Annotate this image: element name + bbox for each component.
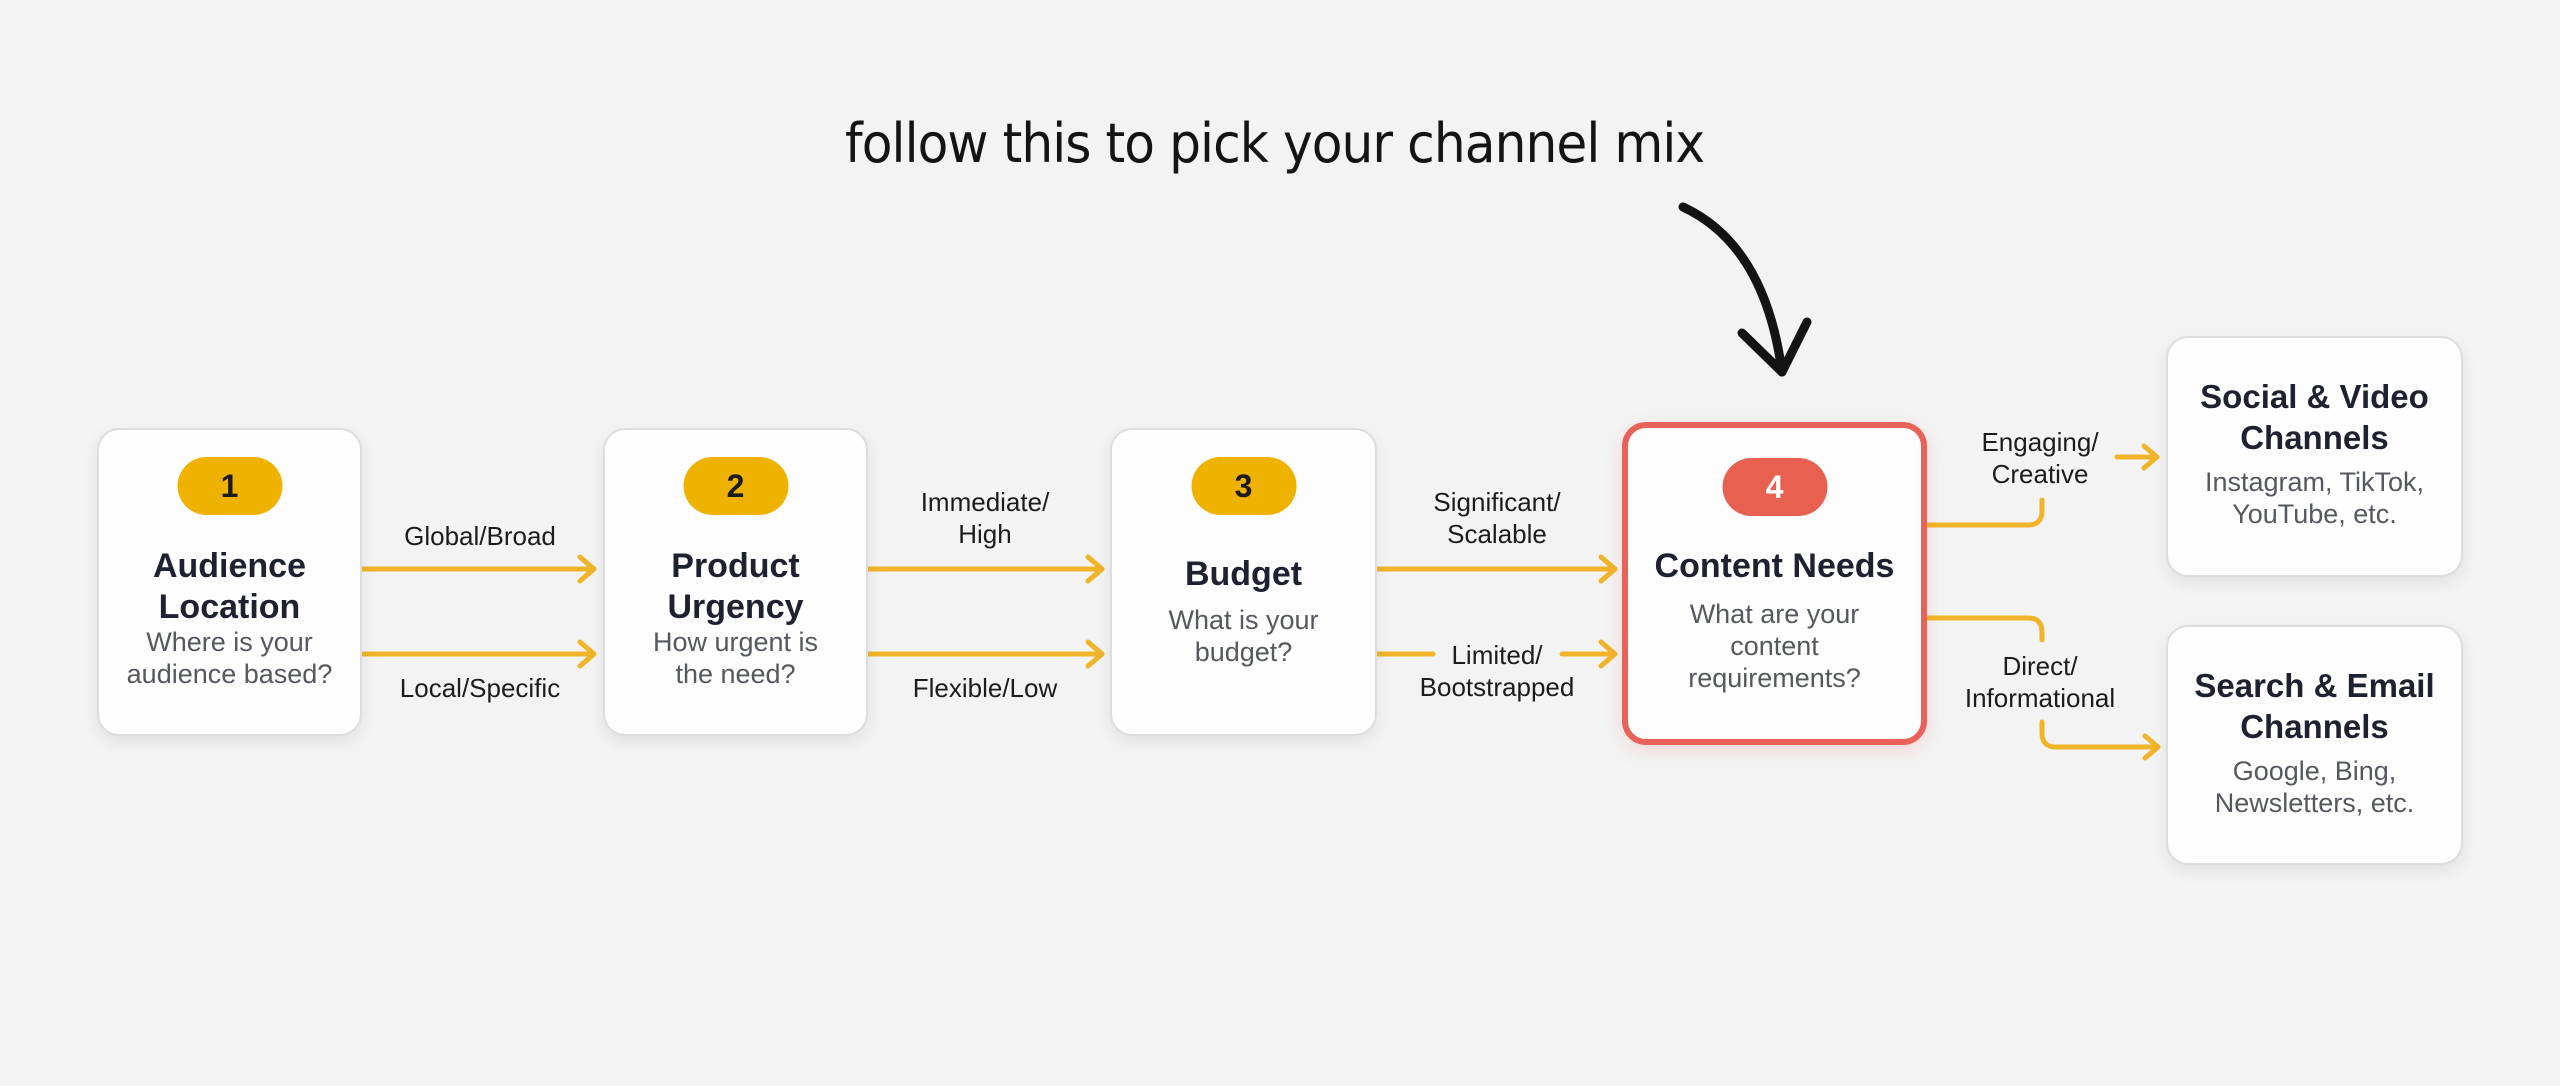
step-question-line: the need? <box>675 659 796 689</box>
connector-label-direct-informational: Direct/ Informational <box>1965 650 2115 714</box>
arrow-right-icon <box>359 639 597 669</box>
step-card-content-needs[interactable]: 4 Content Needs What are your content re… <box>1622 422 1927 745</box>
step-title: Audience Location <box>99 546 360 628</box>
outcome-card-search-email[interactable]: Search & Email Channels Google, Bing, Ne… <box>2166 625 2463 865</box>
label-line: Scalable <box>1447 519 1547 549</box>
connector-label-immediate-high: Immediate/ High <box>921 486 1050 550</box>
outcome-title: Search & Email Channels <box>2168 665 2461 747</box>
step-number-badge-active: 4 <box>1722 458 1827 516</box>
outcome-examples: Instagram, TikTok, YouTube, etc. <box>2168 466 2461 530</box>
outcome-title-line: Search & Email <box>2194 667 2435 704</box>
connector-label-flexible-low: Flexible/Low <box>912 673 1058 703</box>
connector-label-significant-scalable: Significant/ Scalable <box>1433 486 1560 550</box>
arrow-right-icon <box>359 554 597 584</box>
step-question-line: requirements? <box>1688 663 1861 693</box>
label-line: Direct/ <box>2002 651 2078 681</box>
arrow-right-icon <box>1374 554 1618 584</box>
outcome-title: Social & Video Channels <box>2168 376 2461 458</box>
step-question-line: budget? <box>1194 637 1293 667</box>
outcome-title-line: Channels <box>2240 419 2389 456</box>
label-line: Creative <box>1991 459 2089 489</box>
step-question: Where is your audience based? <box>99 626 360 690</box>
outcome-examples-line: YouTube, etc. <box>2232 499 2397 529</box>
arrow-right-icon <box>2114 443 2160 471</box>
outcome-examples-line: Instagram, TikTok, <box>2204 467 2425 497</box>
step-question: How urgent is the need? <box>605 626 866 690</box>
label-line: Immediate/ <box>920 487 1050 517</box>
connector-label-local-specific: Local/Specific <box>399 673 561 703</box>
outcome-examples-line: Newsletters, etc. <box>2214 788 2415 818</box>
step-title-line: Urgency <box>667 588 804 626</box>
step-title: Budget <box>1184 555 1303 593</box>
outcome-title-line: Channels <box>2240 708 2389 745</box>
connector-label-global-broad: Global/Broad <box>404 521 556 551</box>
step-number-badge: 1 <box>177 457 282 515</box>
label-line: Engaging/ <box>1981 427 2099 457</box>
label-line: Informational <box>1964 683 2116 713</box>
step-question-line: What is your <box>1168 605 1319 635</box>
step-title: Product Urgency <box>605 546 866 628</box>
step-question-line: How urgent is <box>652 627 819 657</box>
label-line: Limited/ <box>1451 640 1543 670</box>
step-title-line: Location <box>158 588 301 626</box>
step-question-line: What are your <box>1689 599 1860 629</box>
step-card-audience-location[interactable]: 1 Audience Location Where is your audien… <box>97 428 362 736</box>
step-number-badge: 3 <box>1191 457 1296 515</box>
label-line: Bootstrapped <box>1419 672 1575 702</box>
connector-label-limited-bootstrapped: Limited/ Bootstrapped <box>1420 639 1575 703</box>
arrow-right-icon <box>865 639 1105 669</box>
step-title-line: Product <box>671 547 800 585</box>
branch-connector-lower <box>1924 615 2045 643</box>
step-question-line: audience based? <box>126 659 333 689</box>
step-title: Content Needs <box>1654 547 1895 585</box>
curved-arrow-down-icon <box>1678 202 1812 377</box>
branch-connector-upper <box>1924 497 2045 528</box>
outcome-examples-line: Google, Bing, <box>2232 756 2397 786</box>
outcome-card-social-video[interactable]: Social & Video Channels Instagram, TikTo… <box>2166 336 2463 577</box>
step-question: What are your content requirements? <box>1628 598 1921 694</box>
outcome-examples: Google, Bing, Newsletters, etc. <box>2168 755 2461 819</box>
step-question-line: Where is your <box>146 627 313 657</box>
arrow-right-icon <box>865 554 1105 584</box>
arrow-right-icon <box>2039 719 2161 761</box>
label-line: Significant/ <box>1433 487 1561 517</box>
step-question-line: content <box>1730 631 1819 661</box>
step-card-product-urgency[interactable]: 2 Product Urgency How urgent is the need… <box>603 428 868 736</box>
step-question: What is your budget? <box>1112 604 1375 668</box>
annotation-title: follow this to pick your channel mix <box>845 112 1705 175</box>
step-title-line: Audience <box>152 547 307 585</box>
step-number-badge: 2 <box>683 457 788 515</box>
connector-label-engaging-creative: Engaging/ Creative <box>1981 426 2098 490</box>
label-line: High <box>958 519 1012 549</box>
outcome-title-line: Social & Video <box>2200 378 2429 415</box>
step-card-budget[interactable]: 3 Budget What is your budget? <box>1110 428 1377 736</box>
